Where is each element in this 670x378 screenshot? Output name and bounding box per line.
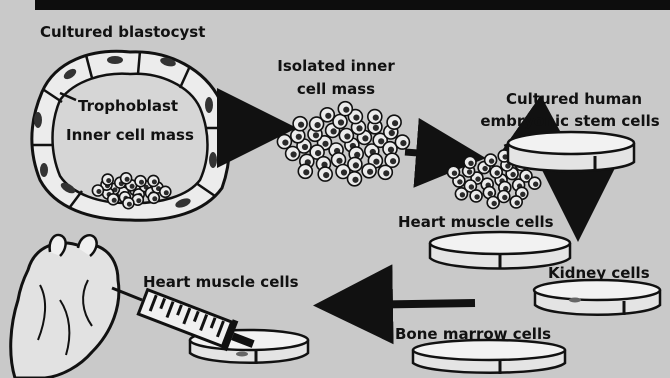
cell-nucleus <box>452 171 457 176</box>
cell-nucleus <box>515 200 520 205</box>
cell-nucleus <box>468 161 473 166</box>
label-bone-marrow-cells: Bone marrow cells <box>395 325 551 343</box>
label-heart-muscle-injection: Heart muscle cells <box>143 273 299 291</box>
label-heart-muscle-dish: Heart muscle cells <box>398 213 554 231</box>
cell-nucleus <box>139 180 144 185</box>
cell-nucleus <box>338 119 344 125</box>
cell-nucleus <box>344 133 350 139</box>
label-trophoblast: Trophoblast <box>78 97 178 115</box>
cell-nucleus <box>489 158 494 163</box>
label-cultured-human: Cultured human <box>480 90 668 108</box>
cell-nucleus <box>315 122 321 128</box>
cell-nucleus <box>373 115 379 121</box>
cell-nucleus <box>353 115 359 121</box>
cell-nucleus <box>475 176 480 181</box>
cell-nucleus <box>96 189 101 194</box>
top-black-bar <box>35 0 670 10</box>
cell-nucleus <box>488 191 493 196</box>
cell-nucleus <box>130 184 135 189</box>
cell-nucleus <box>495 170 500 175</box>
cell-nucleus <box>362 135 368 141</box>
cell-nucleus <box>303 169 309 175</box>
label-cultured-blastocyst: Cultured blastocyst <box>40 23 205 41</box>
cell-nucleus <box>125 177 130 182</box>
cell-nucleus <box>378 138 384 144</box>
cell-nucleus <box>392 120 398 126</box>
cell-nucleus <box>164 190 169 195</box>
cell-nucleus <box>112 198 117 203</box>
cell-nucleus <box>313 132 319 138</box>
cell-nucleus <box>298 122 304 128</box>
cell-nucleus <box>373 159 379 165</box>
cell-nucleus <box>296 134 302 140</box>
arrow-to-injection <box>345 303 475 305</box>
culture-dish <box>508 132 634 171</box>
label-isolated-inner-line2: cell mass <box>266 80 406 98</box>
cell-nucleus <box>469 184 474 189</box>
cell-nucleus <box>460 192 465 197</box>
isolated-inner-cell-mass-cluster <box>277 102 409 186</box>
label-isolated-inner-line1: Isolated inner <box>266 57 406 75</box>
cell-nucleus <box>356 125 362 131</box>
cell-nucleus <box>389 130 395 136</box>
cell-nucleus <box>315 150 321 156</box>
cell-nucleus <box>533 182 538 187</box>
cell-nucleus <box>388 147 394 153</box>
cell-nucleus <box>325 113 331 119</box>
cell-nucleus <box>127 202 132 207</box>
cell-nucleus <box>336 158 342 164</box>
arrow-to-culture-dish <box>405 152 458 156</box>
cell-nucleus <box>474 194 479 199</box>
cell-nucleus <box>323 172 329 178</box>
cell-nucleus <box>520 192 525 197</box>
cell-nucleus <box>390 158 396 164</box>
cell-nucleus <box>282 140 288 146</box>
cell-nucleus <box>373 125 379 131</box>
cell-nucleus <box>152 179 157 184</box>
heart <box>11 235 119 378</box>
bone-marrow-cells-dish <box>413 340 565 374</box>
cell-nucleus <box>106 178 111 183</box>
cell-nucleus <box>352 177 358 183</box>
cell-nucleus <box>467 169 472 174</box>
label-embryonic-stem-cells: embryonic stem cells <box>472 112 668 130</box>
label-inner-cell-mass: Inner cell mass <box>66 126 194 144</box>
cell-nucleus <box>343 107 349 113</box>
cell-nucleus <box>291 151 297 157</box>
cell-nucleus <box>341 169 347 175</box>
cell-nucleus <box>482 166 487 171</box>
cell-nucleus <box>322 141 328 147</box>
cell-nucleus <box>136 198 141 203</box>
cell-nucleus <box>510 172 515 177</box>
cell-nucleus <box>353 162 359 168</box>
label-kidney-cells: Kidney cells <box>548 264 650 282</box>
cell-nucleus <box>492 201 497 206</box>
cell-nucleus <box>302 144 308 150</box>
cell-nucleus <box>502 195 507 200</box>
cell-nucleus <box>524 174 529 179</box>
cell-nucleus <box>400 140 406 146</box>
cell-nucleus <box>383 170 389 176</box>
kidney-cells-dish <box>534 280 660 315</box>
cell-nucleus <box>331 128 337 134</box>
cell-nucleus <box>152 196 157 201</box>
cell-nucleus <box>457 179 462 184</box>
cell-nucleus <box>367 169 373 175</box>
